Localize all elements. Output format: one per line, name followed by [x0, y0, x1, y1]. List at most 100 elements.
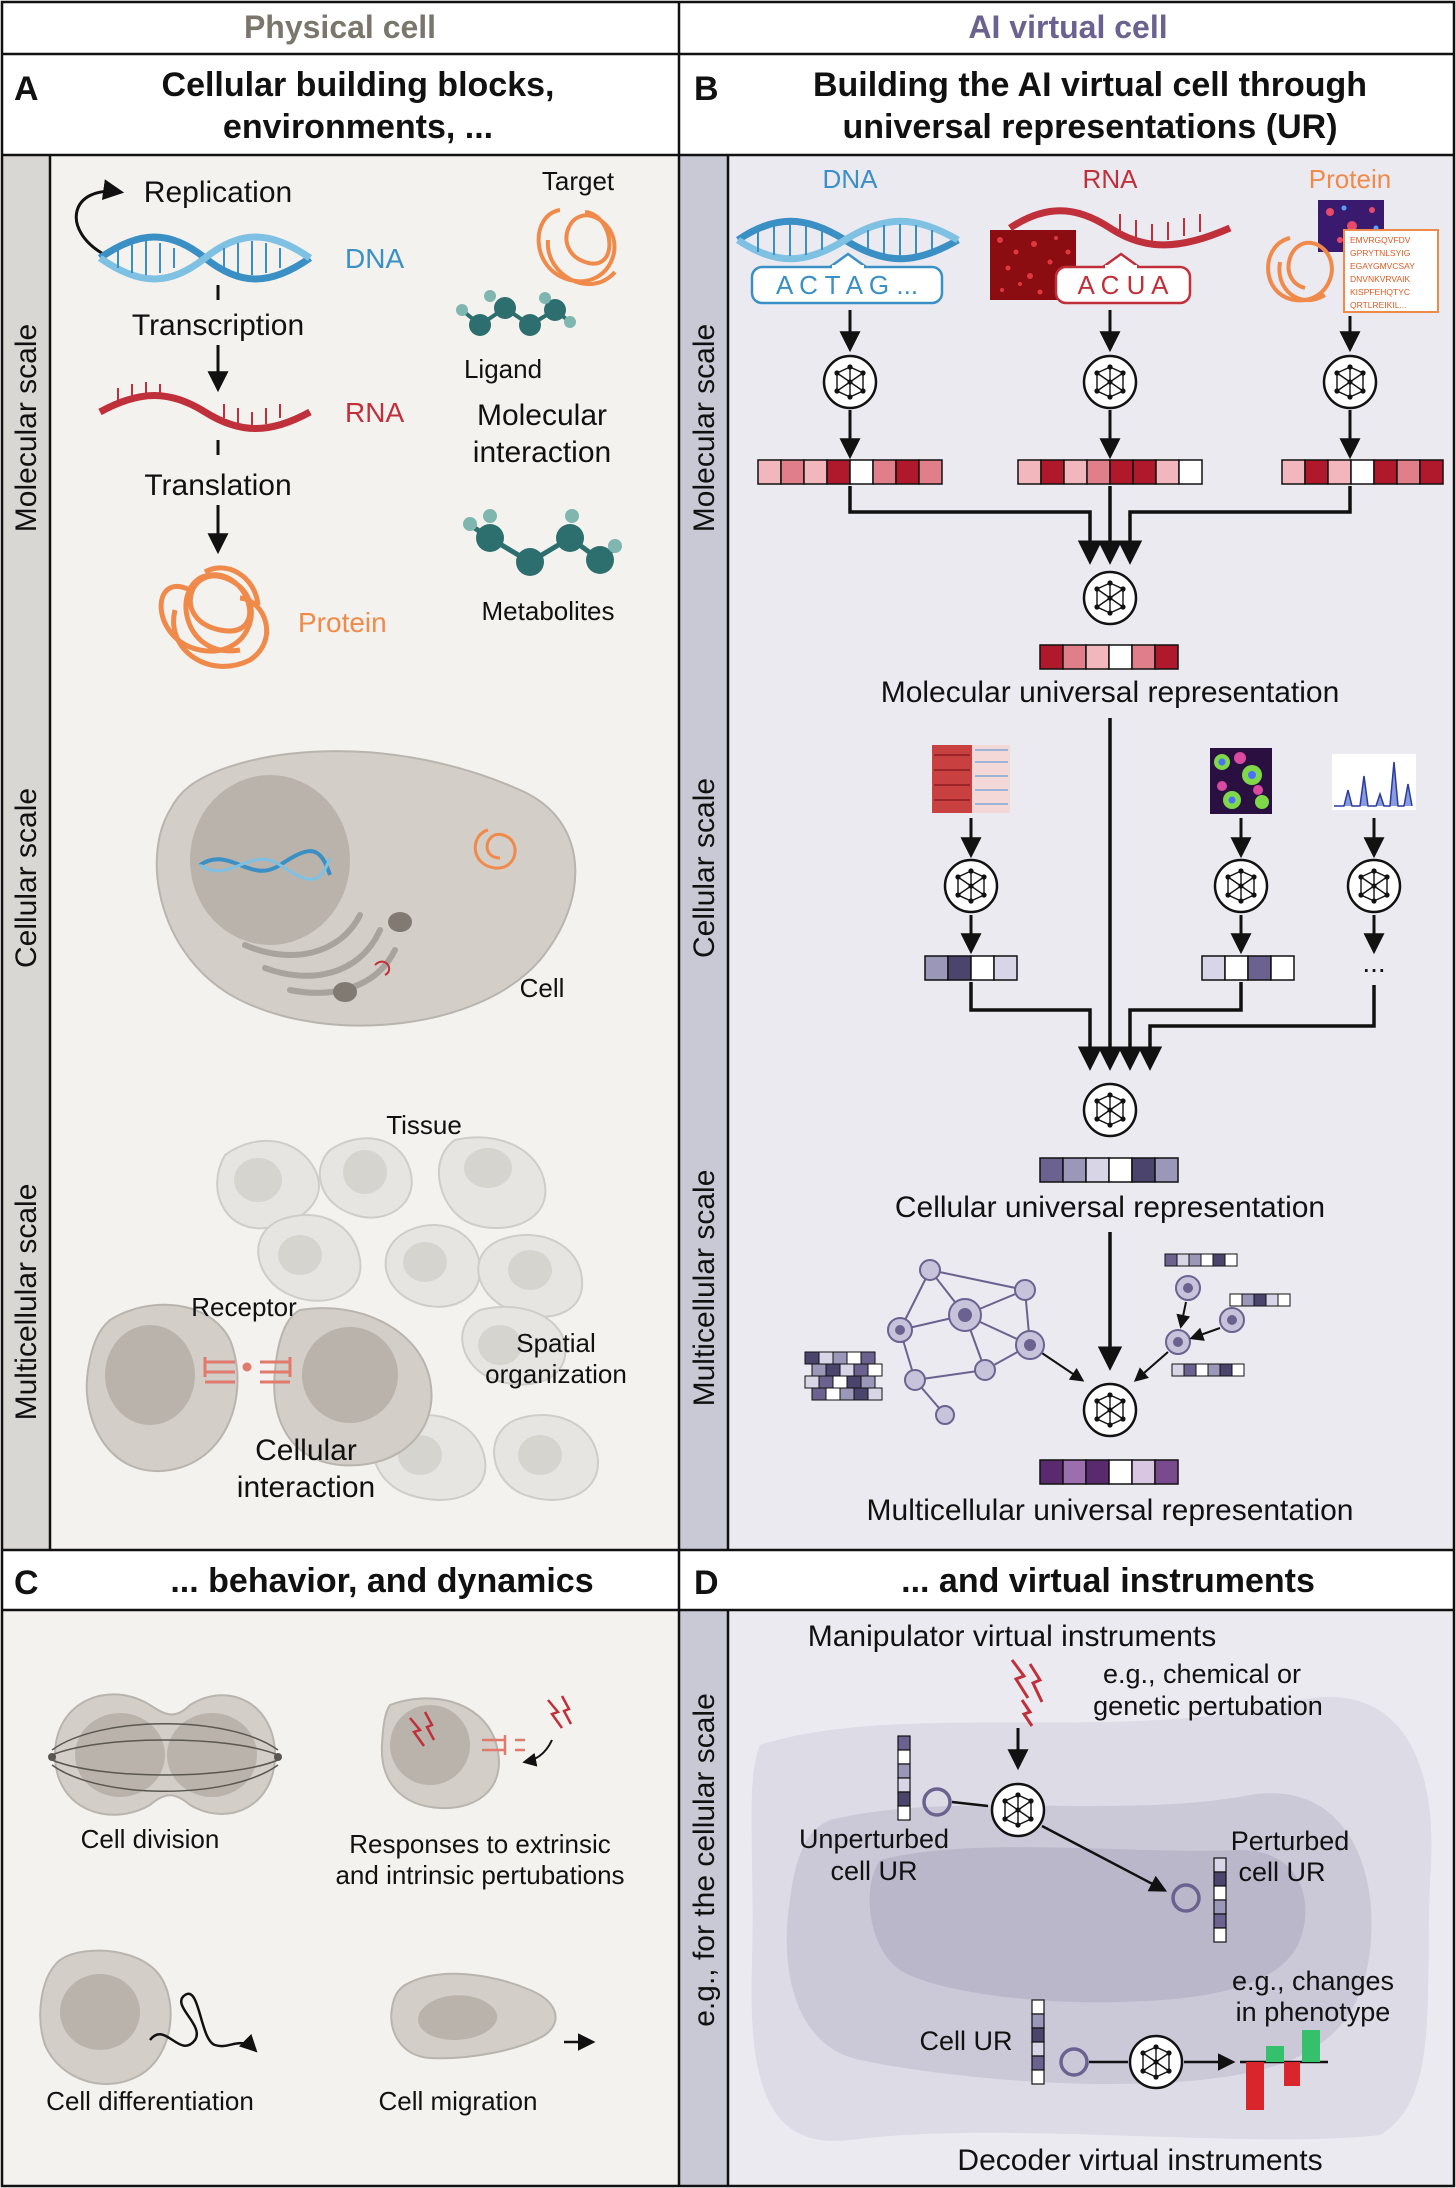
molecular-interaction-label-line1: Molecular [477, 399, 607, 432]
perturbation-lightning-icon [1010, 1659, 1044, 1727]
protein-seq-line-5: KISPFEHQTYC [1350, 287, 1410, 297]
phenotype-bar [1266, 2046, 1284, 2062]
target-protein-icon [536, 208, 617, 286]
phenotype-bar [1246, 2062, 1264, 2110]
perturbed-ur-vector [1213, 1857, 1227, 1943]
metabolites-molecule-icon [463, 509, 622, 576]
multicellular-ur-network-icon [1082, 1382, 1138, 1438]
protein-seq-line-6: QRTLREIKIL... [1350, 300, 1407, 310]
cellular-ur-network-icon [1082, 1082, 1138, 1138]
panel-b-title-line2: universal representations (UR) [842, 108, 1337, 146]
input-dna-label: DNA [823, 164, 879, 194]
protein-input-icon: EMVRGQVFDV GPRYTNLSYIG EGAYGMVCSAY DNVNK… [1266, 200, 1439, 313]
cell-tokens-icon [1133, 1253, 1291, 1382]
replication-label: Replication [144, 176, 292, 209]
perturbation-label-line2: genetic pertubation [1093, 1691, 1323, 1721]
cell-division-label: Cell division [81, 1824, 220, 1854]
phenotype-change-bar-chart [1240, 2030, 1328, 2110]
panel-b-title-line1: Building the AI virtual cell through [813, 66, 1367, 104]
microscopy-image-icon [1210, 748, 1272, 814]
perturbation-label-line1: e.g., chemical or [1103, 1659, 1301, 1689]
panel-a-scale-molecular: Molecular scale [10, 324, 43, 532]
panel-a-scale-multicellular: Multicellular scale [10, 1184, 43, 1421]
cell-differentiation-label: Cell differentiation [46, 2086, 254, 2116]
phenotype-changes-label-line2: in phenotype [1236, 1997, 1391, 2027]
rna-strand-icon [98, 382, 312, 432]
expression-embedding-vector [924, 955, 1018, 981]
column-header-virtual: AI virtual cell [968, 9, 1167, 45]
protein-seq-line-2: GPRYTNLSYIG [1350, 248, 1410, 258]
stacked-embeddings-icon [804, 1351, 883, 1401]
unperturbed-label-line2: cell UR [830, 1856, 917, 1886]
input-rna-label: RNA [1083, 164, 1139, 194]
panel-b-scale-molecular: Molecular scale [688, 324, 721, 532]
dna-sequence-box: A C T A G ... [750, 252, 944, 305]
microscopy-encoder-network-icon [1213, 858, 1269, 914]
perturbed-label-line1: Perturbed [1231, 1826, 1350, 1856]
spectrum-plot-icon [1332, 754, 1416, 810]
cell-ur-label: Cell UR [919, 2026, 1012, 2056]
unperturbed-cell-state-icon [922, 1787, 952, 1817]
panel-a-title-line2: environments, ... [223, 108, 493, 146]
cell-graph-network-icon [887, 1259, 1085, 1425]
rna-embedding-vector [1017, 459, 1203, 485]
perturbation-response-illustration [380, 1695, 573, 1810]
manipulator-label: Manipulator virtual instruments [808, 1620, 1217, 1653]
panel-a-scale-cellular: Cellular scale [10, 788, 43, 968]
expression-heatmap-icon [932, 745, 1010, 813]
microscopy-merge-arrow [1117, 982, 1243, 1071]
transcription-label: Transcription [132, 309, 304, 342]
protein-seq-line-3: EGAYGMVCSAY [1350, 261, 1415, 271]
rna-sequence-text: A C U A [1077, 270, 1169, 300]
cell-state-icon [1059, 2047, 1089, 2077]
dna-sequence-text: A C T A G ... [776, 270, 918, 300]
metabolites-label: Metabolites [482, 596, 615, 626]
interacting-cells-illustration [85, 1303, 433, 1473]
dna-embedding-vector [757, 459, 943, 485]
cell-differentiation-illustration [39, 1949, 258, 2085]
cellular-interaction-label-line2: interaction [237, 1471, 375, 1504]
panel-d-letter: D [694, 1564, 719, 1602]
panel-a-letter: A [14, 70, 39, 108]
cellular-interaction-label-line1: Cellular [255, 1434, 357, 1467]
cell-illustration [155, 750, 577, 1027]
unperturbed-ur-vector [897, 1735, 911, 1821]
panel-d-side-strip [680, 1610, 728, 2186]
cellular-ur-vector [1039, 1157, 1179, 1183]
cell-migration-illustration [390, 1972, 596, 2060]
decoder-label: Decoder virtual instruments [957, 2144, 1322, 2177]
cell-label: Cell [520, 973, 565, 1003]
expression-encoder-network-icon [943, 858, 999, 914]
rna-input-icon: A C U A [990, 207, 1232, 305]
phenotype-landscape [751, 1696, 1432, 2141]
input-protein-label: Protein [1309, 164, 1391, 194]
phenotype-changes-label-line1: e.g., changes [1232, 1966, 1394, 1996]
unperturbed-label-line1: Unperturbed [799, 1824, 949, 1854]
receptor-icon [203, 1357, 292, 1384]
panel-c-letter: C [14, 1564, 39, 1602]
protein-merge-arrow [1117, 486, 1352, 565]
panel-b-scale-multicellular: Multicellular scale [688, 1170, 721, 1407]
rna-label: RNA [345, 397, 404, 428]
spectrum-encoder-network-icon [1346, 858, 1402, 914]
ligand-molecule-icon [456, 290, 576, 336]
tissue-cells-illustration [216, 1136, 600, 1501]
cell-migration-label: Cell migration [379, 2086, 538, 2116]
protein-seq-line-4: DNVNKVRVAIK [1350, 274, 1410, 284]
panel-c-title: ... behavior, and dynamics [170, 1562, 593, 1600]
target-label: Target [542, 166, 615, 196]
spectrum-merge-arrow [1137, 985, 1376, 1071]
protein-embedding-vector [1281, 459, 1444, 485]
unperturbed-to-manipulator-line [951, 1800, 989, 1808]
dna-label: DNA [345, 243, 404, 274]
protein-icon [158, 565, 270, 669]
translation-label: Translation [144, 469, 291, 502]
dna-input-helix-icon [736, 217, 960, 263]
spectrum-embedding-ellipsis: ... [1362, 947, 1385, 978]
dna-merge-arrow [848, 486, 1103, 565]
cell-division-illustration [48, 1693, 282, 1816]
protein-seq-line-1: EMVRGQVFDV [1350, 235, 1411, 245]
panel-a-scale-strip [2, 155, 50, 1550]
dna-encoder-network-icon [822, 354, 878, 410]
spatial-organization-label-line2: organization [485, 1359, 627, 1389]
